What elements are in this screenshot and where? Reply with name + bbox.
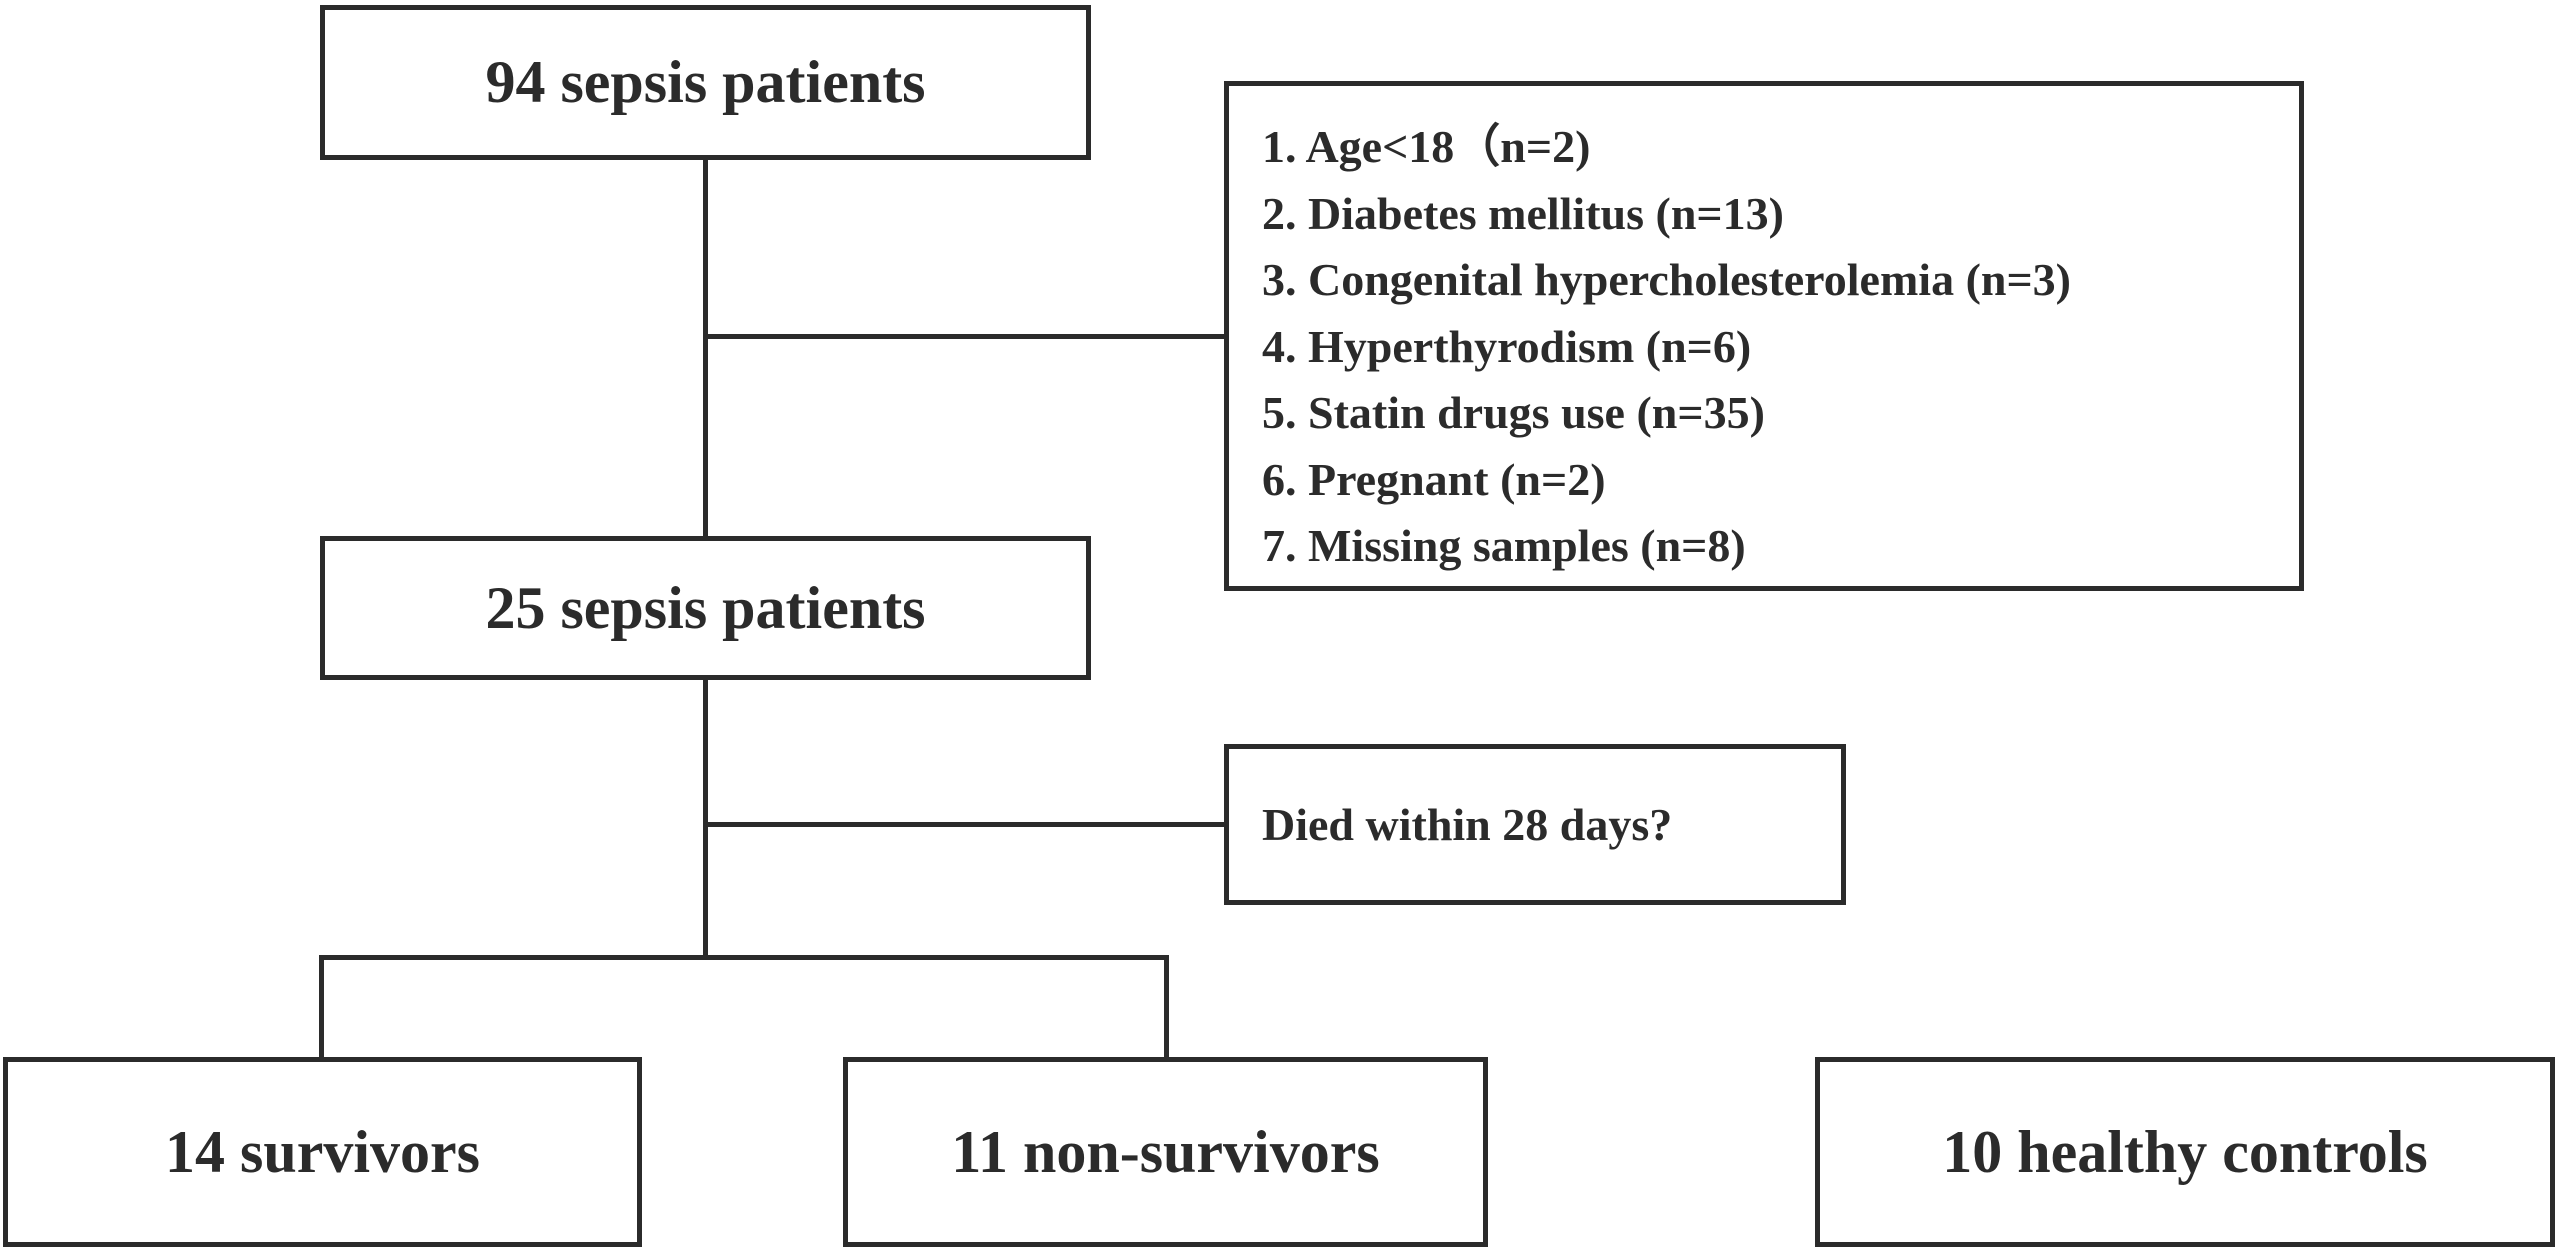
- total-patients-box: 94 sepsis patients: [320, 5, 1091, 160]
- outcome-question-label: Died within 28 days?: [1262, 799, 1673, 850]
- exclusion-item: 5. Statin drugs use (n=35): [1262, 387, 1765, 438]
- connector-to-non-survivors: [1164, 955, 1169, 1059]
- exclusion-item: 4. Hyperthyrodism (n=6): [1262, 320, 1752, 372]
- non-survivors-label: 11 non-survivors: [951, 1118, 1380, 1185]
- exclusion-item: 2. Diabetes mellitus (n=13): [1262, 187, 1784, 239]
- connector-to-exclusions: [703, 334, 1226, 339]
- exclusion-item: 6. Pregnant (n=2): [1262, 453, 1606, 505]
- exclusion-item: 7. Missing samples (n=8): [1262, 520, 1746, 571]
- connector-split-bar: [319, 955, 1169, 960]
- exclusion-criteria-box: 1. Age<18（n=2) 2. Diabetes mellitus (n=1…: [1224, 81, 2304, 591]
- included-patients-box: 25 sepsis patients: [320, 536, 1091, 680]
- connector-to-question: [703, 822, 1226, 827]
- exclusion-item: 3. Congenital hypercholesterolemia (n=3): [1262, 254, 2071, 305]
- healthy-controls-box: 10 healthy controls: [1815, 1057, 2555, 1247]
- survivors-box: 14 survivors: [3, 1057, 642, 1247]
- connector-included-to-split: [703, 678, 708, 959]
- connector-total-to-included: [703, 158, 708, 538]
- non-survivors-box: 11 non-survivors: [843, 1057, 1488, 1247]
- healthy-controls-label: 10 healthy controls: [1942, 1118, 2428, 1185]
- included-patients-label: 25 sepsis patients: [485, 574, 926, 641]
- total-patients-label: 94 sepsis patients: [485, 49, 926, 115]
- connector-to-survivors: [319, 955, 324, 1059]
- exclusion-item: 1. Age<18（n=2): [1262, 121, 1591, 172]
- outcome-question-box: Died within 28 days?: [1224, 744, 1846, 905]
- survivors-label: 14 survivors: [165, 1118, 480, 1185]
